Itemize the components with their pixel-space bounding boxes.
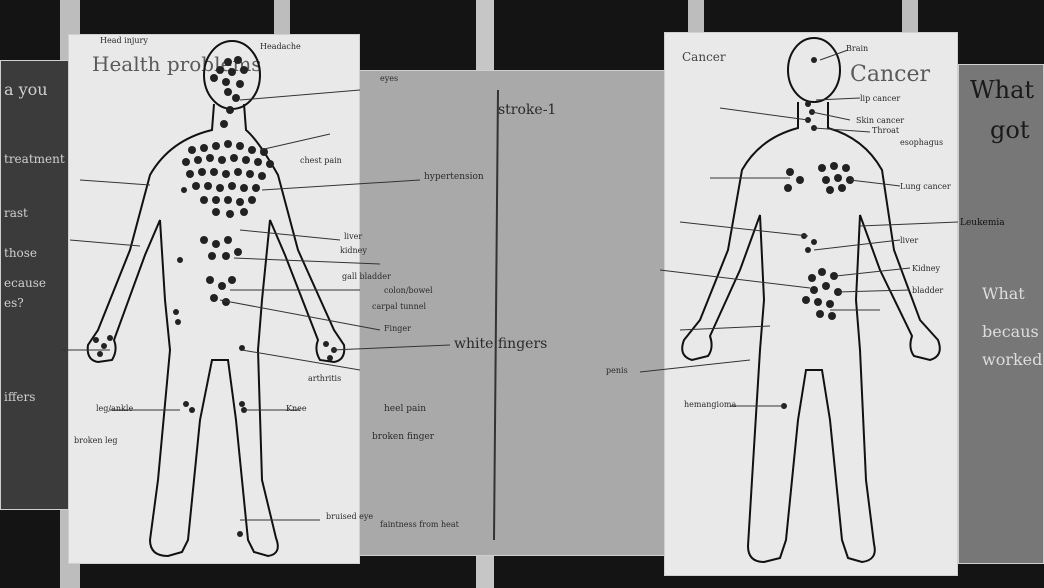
poster-label: stroke-1 (498, 102, 556, 118)
poster-label: hypertension (424, 172, 484, 182)
poster-label: arthritis (308, 374, 341, 383)
poster-label: colon/bowel (384, 286, 433, 295)
poster-label: white fingers (454, 336, 547, 352)
poster-label: Head injury (100, 36, 148, 45)
poster-label: Brain (846, 44, 868, 53)
poster-label: Leukemia (960, 218, 1005, 228)
poster-label: esophagus (900, 138, 943, 147)
poster-label: broken finger (372, 432, 434, 442)
poster-label: Skin cancer (856, 116, 904, 125)
poster-label: Throat (872, 126, 899, 135)
poster-label: Lung cancer (900, 182, 951, 191)
poster-label: heel pain (384, 404, 426, 414)
poster-label: kidney (340, 246, 367, 255)
poster-label: Headache (260, 42, 301, 51)
poster-label: liver (344, 232, 362, 241)
poster-label: liver (900, 236, 918, 245)
poster-label: carpal tunnel (372, 302, 426, 311)
poster-label: chest pain (300, 156, 342, 165)
poster-label: lip cancer (860, 94, 900, 103)
poster-label: broken leg (74, 436, 117, 445)
poster-label: bladder (912, 286, 943, 295)
poster-label: bruised eye (326, 512, 373, 521)
poster-label: penis (606, 366, 628, 375)
poster-label: Kidney (912, 264, 940, 273)
poster-label: Knee (286, 404, 307, 413)
poster-label: hemangioma (684, 400, 736, 409)
poster-label: gall bladder (342, 272, 391, 281)
poster-label: leg/ankle (96, 404, 133, 413)
poster-label: faintness from heat (380, 520, 459, 529)
poster-label: eyes (380, 74, 398, 83)
poster-label: Finger (384, 324, 411, 333)
